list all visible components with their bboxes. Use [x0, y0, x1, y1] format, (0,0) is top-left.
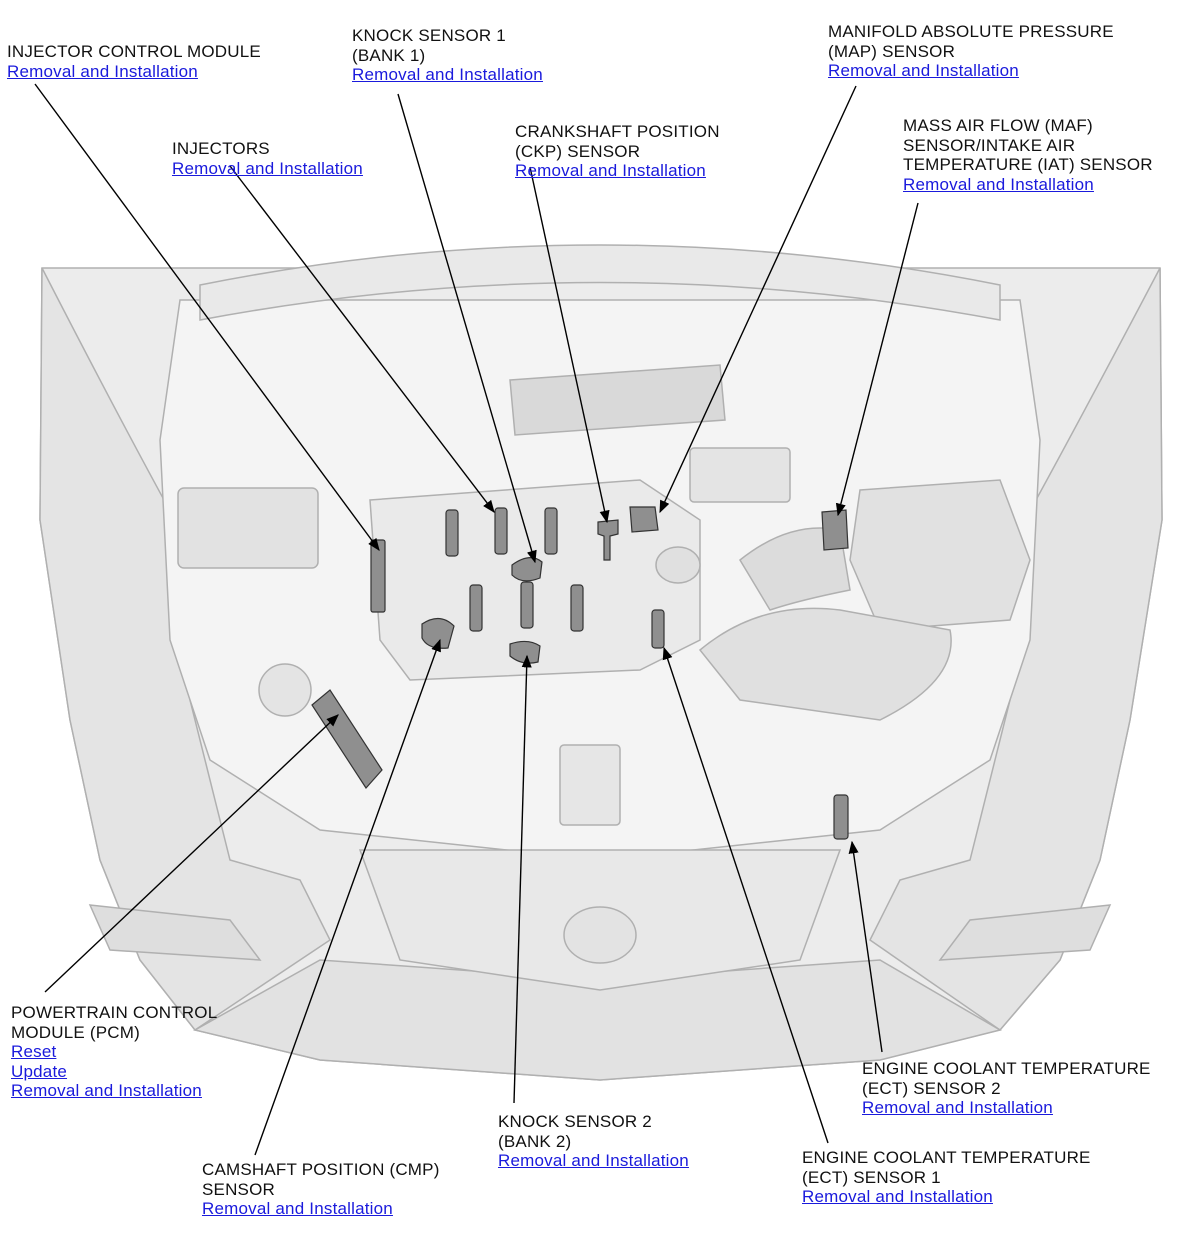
label-line: (CKP) SENSOR	[515, 141, 641, 161]
injector-part-4	[469, 584, 483, 632]
knock-sensor-1-part	[511, 557, 543, 582]
cowl-vent	[509, 364, 726, 436]
label-line: ENGINE COOLANT TEMPERATURE	[862, 1059, 1151, 1078]
injector-control-module-part	[370, 539, 386, 613]
label-line: SENSOR	[202, 1179, 275, 1199]
leader-ckp-sensor	[529, 166, 610, 524]
removal-installation-link[interactable]: Removal and Installation	[7, 61, 198, 81]
callout-ckp-sensor: CRANKSHAFT POSITION (CKP) SENSOR Removal…	[515, 122, 720, 181]
label-line: (ECT) SENSOR 1	[802, 1167, 941, 1187]
leader-cmp-sensor	[254, 638, 441, 1156]
removal-installation-link[interactable]: Removal and Installation	[172, 158, 363, 178]
label-line: INJECTORS	[172, 139, 270, 158]
label-line: KNOCK SENSOR 2	[498, 1112, 652, 1131]
fuse-box	[177, 487, 319, 569]
leader-injectors	[229, 165, 495, 514]
engine-logo	[655, 546, 701, 584]
removal-installation-link[interactable]: Removal and Installation	[515, 161, 706, 180]
map-sensor-part	[629, 506, 659, 533]
label-line: MANIFOLD ABSOLUTE PRESSURE	[828, 22, 1114, 41]
removal-installation-link[interactable]: Removal and Installation	[903, 174, 1094, 194]
removal-installation-link[interactable]: Removal and Installation	[11, 1081, 202, 1100]
label-line: (BANK 1)	[352, 45, 426, 65]
cmp-sensor-part	[421, 617, 455, 649]
callout-map-sensor: MANIFOLD ABSOLUTE PRESSURE (MAP) SENSOR …	[828, 22, 1114, 81]
air-box	[849, 479, 1031, 631]
injector-part-2	[494, 507, 508, 555]
callout-ect-sensor-2: ENGINE COOLANT TEMPERATURE (ECT) SENSOR …	[862, 1059, 1151, 1118]
label-line: KNOCK SENSOR 1	[352, 26, 506, 45]
injector-part-3	[544, 507, 558, 555]
front-bumper	[192, 959, 1002, 1081]
leader-maf-sensor	[835, 202, 919, 517]
callout-injector-control-module: INJECTOR CONTROL MODULE Removal and Inst…	[7, 42, 261, 81]
removal-installation-link[interactable]: Removal and Installation	[862, 1098, 1053, 1117]
callout-ect-sensor-1: ENGINE COOLANT TEMPERATURE (ECT) SENSOR …	[802, 1148, 1091, 1207]
leader-knock-sensor-1	[397, 93, 537, 564]
label-line: (ECT) SENSOR 2	[862, 1078, 1001, 1098]
removal-installation-link[interactable]: Removal and Installation	[352, 65, 543, 84]
injector-part-6	[570, 584, 584, 632]
callout-maf-iat-sensor: MASS AIR FLOW (MAF) SENSOR/INTAKE AIR TE…	[903, 116, 1153, 194]
label-line: SENSOR/INTAKE AIR	[903, 135, 1076, 155]
label-line: (MAP) SENSOR	[828, 41, 956, 61]
callout-injectors: INJECTORS Removal and Installation	[172, 139, 363, 178]
injector-part-5	[520, 581, 534, 629]
leader-ect-sensor-2	[848, 840, 883, 1053]
callout-cmp-sensor: CAMSHAFT POSITION (CMP) SENSOR Removal a…	[202, 1160, 440, 1219]
car-body-illustration	[39, 244, 1163, 1081]
reset-link[interactable]: Reset	[11, 1042, 57, 1061]
removal-installation-link[interactable]: Removal and Installation	[202, 1199, 393, 1218]
leader-map-sensor	[659, 85, 857, 514]
callout-knock-sensor-1: KNOCK SENSOR 1 (BANK 1) Removal and Inst…	[352, 26, 543, 85]
update-link[interactable]: Update	[11, 1061, 68, 1081]
fog-lamp-right	[938, 904, 1112, 961]
knock-sensor-2-part	[509, 640, 541, 664]
fog-lamp-left	[88, 904, 262, 961]
grille-emblem	[563, 906, 637, 964]
leader-ect-sensor-1	[662, 646, 829, 1144]
label-line: (BANK 2)	[498, 1131, 572, 1151]
callout-pcm: POWERTRAIN CONTROL MODULE (PCM) Reset Up…	[11, 1003, 217, 1101]
label-line: CRANKSHAFT POSITION	[515, 122, 720, 141]
hood-latch	[559, 744, 621, 826]
intake-duct	[739, 527, 851, 611]
label-line: ENGINE COOLANT TEMPERATURE	[802, 1148, 1091, 1167]
battery	[689, 447, 791, 503]
leader-lines	[34, 83, 919, 1156]
injector-part-1	[445, 509, 459, 557]
removal-installation-link[interactable]: Removal and Installation	[802, 1187, 993, 1206]
label-line: MODULE (PCM)	[11, 1022, 140, 1042]
maf-sensor-part	[821, 509, 849, 551]
callout-knock-sensor-2: KNOCK SENSOR 2 (BANK 2) Removal and Inst…	[498, 1112, 689, 1171]
ect-sensor-2-part	[651, 609, 665, 649]
leader-knock-sensor-2	[513, 654, 532, 1104]
label-line: POWERTRAIN CONTROL	[11, 1003, 218, 1022]
windshield-cowl	[199, 244, 1001, 321]
intake-resonator	[698, 607, 952, 721]
label-line: MASS AIR FLOW (MAF)	[903, 116, 1093, 135]
label-line: CAMSHAFT POSITION (CMP)	[202, 1160, 440, 1179]
ect-sensor-1-part	[833, 794, 849, 840]
leader-injector-control-module	[34, 83, 380, 552]
removal-installation-link[interactable]: Removal and Installation	[828, 61, 1019, 80]
ckp-sensor-part	[597, 519, 619, 561]
removal-installation-link[interactable]: Removal and Installation	[498, 1151, 689, 1170]
label-line: TEMPERATURE (IAT) SENSOR	[903, 155, 1153, 174]
leader-pcm	[44, 714, 339, 993]
label-line: INJECTOR CONTROL MODULE	[7, 42, 261, 61]
reservoir-cap	[258, 663, 312, 717]
